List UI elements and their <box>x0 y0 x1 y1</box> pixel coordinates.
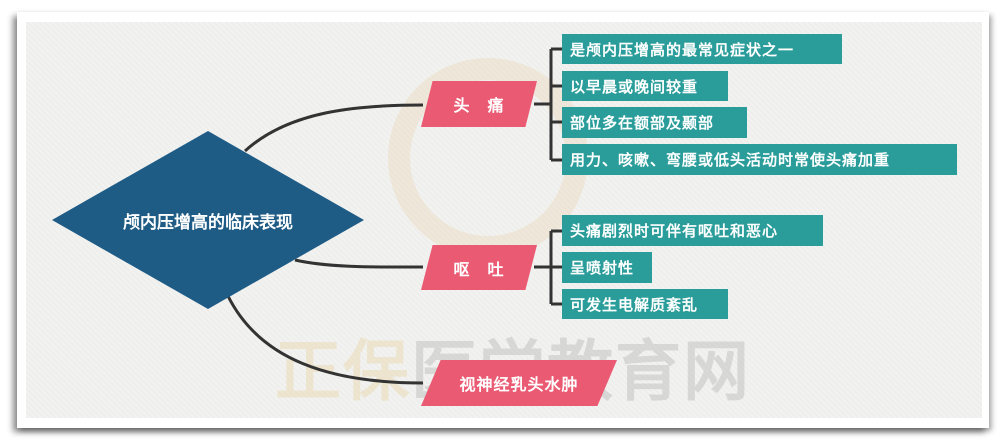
central-topic-label: 颅内压增高的临床表现 <box>123 212 293 233</box>
leaf-label: 用力、咳嗽、弯腰或低头活动时常使头痛加重 <box>570 151 891 169</box>
branch-label: 头 痛 <box>453 96 505 115</box>
leaf-label: 以早晨或晚间较重 <box>570 77 699 96</box>
bracket-headache <box>534 47 562 162</box>
branch-vomiting: 呕 吐 <box>421 245 537 290</box>
watermark-part1: 正保 <box>275 333 411 410</box>
branch-label: 呕 吐 <box>453 259 505 279</box>
leaf-label: 是颅内压增高的最常见症状之一 <box>570 40 795 59</box>
branch-headache: 头 痛 <box>421 81 537 127</box>
leaf-item: 用力、咳嗽、弯腰或低头活动时常使头痛加重 <box>562 144 957 175</box>
leaf-label: 头痛剧烈时可伴有呕吐和恶心 <box>570 222 779 240</box>
leaf-item: 可发生电解质紊乱 <box>562 289 728 319</box>
connector-papilledema <box>226 295 424 385</box>
leaf-item: 以早晨或晚间较重 <box>562 71 728 101</box>
bracket-vomit <box>534 229 562 306</box>
branch-papilledema: 视神经乳头水肿 <box>421 360 617 406</box>
leaf-item: 呈喷射性 <box>562 252 652 283</box>
connector-headache <box>243 103 424 153</box>
branch-label: 视神经乳头水肿 <box>459 375 579 394</box>
leaf-item: 头痛剧烈时可伴有呕吐和恶心 <box>562 215 823 246</box>
leaf-item: 部位多在额部及颞部 <box>562 107 747 138</box>
leaf-item: 是颅内压增高的最常见症状之一 <box>562 34 842 64</box>
connector-vomit <box>294 258 424 269</box>
leaf-label: 呈喷射性 <box>570 259 635 277</box>
leaf-label: 可发生电解质紊乱 <box>570 295 699 314</box>
leaf-label: 部位多在额部及颞部 <box>570 114 715 132</box>
